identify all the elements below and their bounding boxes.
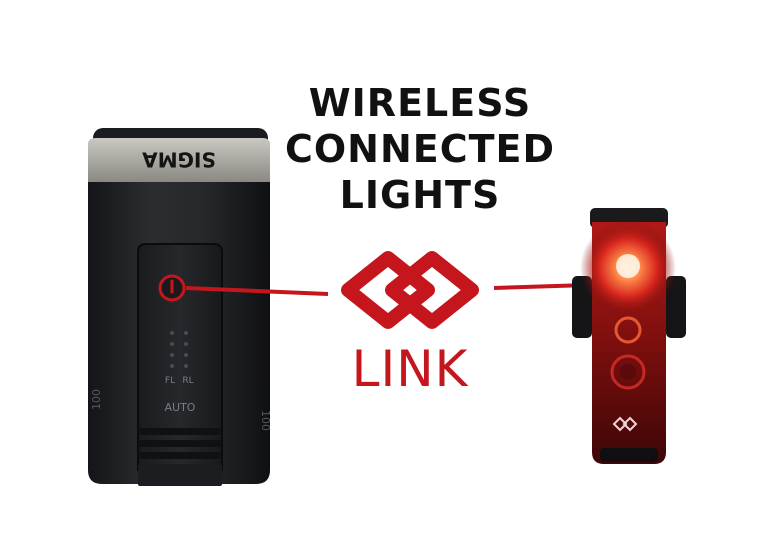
headline-line-2: CONNECTED xyxy=(284,127,556,171)
headline-line-3: LIGHTS xyxy=(339,173,501,217)
mode-label-rl: RL xyxy=(182,376,193,386)
power-button[interactable] xyxy=(158,274,186,302)
front-light-silver-trim xyxy=(88,138,270,182)
rear-light-link-logo-icon xyxy=(612,416,638,432)
front-light-control-panel xyxy=(137,243,223,471)
rear-light-right-mount xyxy=(666,276,686,338)
link-label: LINK xyxy=(351,340,469,398)
front-light-side-mark-left: 100 xyxy=(90,389,103,410)
rear-light-lens-ring-1 xyxy=(614,316,642,344)
rear-light-lens-center xyxy=(620,364,636,380)
headline: WIRELESS CONNECTED LIGHTS xyxy=(250,80,590,218)
front-light: SIGMA 100 100 FL RL AUTO xyxy=(88,128,272,486)
rear-light-led xyxy=(616,254,640,278)
front-light-side-mark-right: 100 xyxy=(259,410,272,431)
rear-light-lens-ring-2 xyxy=(610,354,646,390)
front-light-bottom-latch xyxy=(138,464,222,486)
rear-light xyxy=(572,208,686,464)
headline-line-1: WIRELESS xyxy=(308,81,532,125)
front-light-grip-ridges xyxy=(138,428,222,459)
front-light-brand-logo: SIGMA xyxy=(142,148,216,172)
auto-label: AUTO xyxy=(165,401,196,414)
chain-link-icon xyxy=(341,251,479,329)
mode-indicator-dots xyxy=(170,331,188,368)
connection-line-left xyxy=(185,286,329,296)
rear-light-bottom-cap xyxy=(600,448,658,462)
mode-label-fl: FL xyxy=(165,376,175,386)
